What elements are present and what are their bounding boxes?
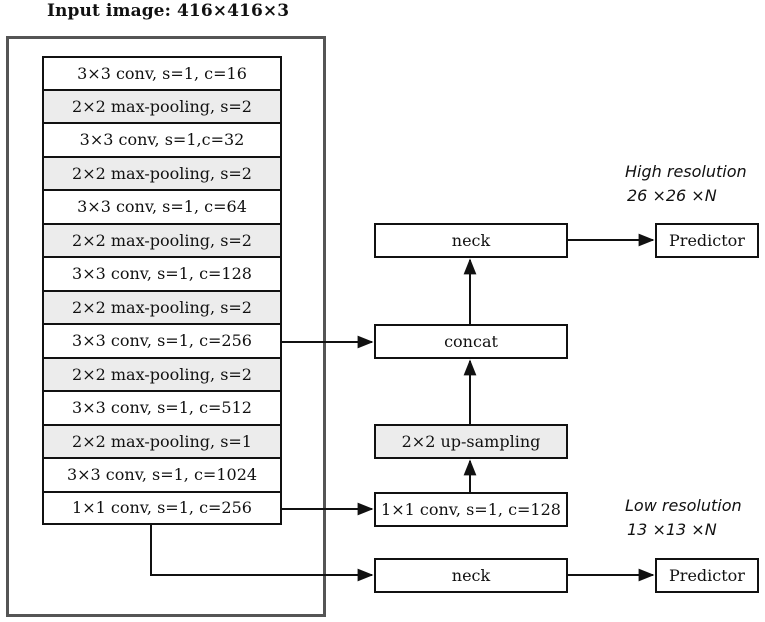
- high-resolution-dims: 26 ×26 ×N: [627, 186, 717, 205]
- conv-128-box: 1×1 conv, s=1, c=128: [374, 492, 568, 527]
- high-predictor-box: Predictor: [655, 223, 759, 258]
- backbone-layer-3: 3×3 conv, s=1,c=32: [42, 123, 282, 157]
- high-resolution-label: High resolution: [625, 162, 747, 181]
- backbone-layer-12: 2×2 max-pooling, s=1: [42, 424, 282, 458]
- backbone-layer-11: 3×3 conv, s=1, c=512: [42, 391, 282, 425]
- upsampling-box: 2×2 up-sampling: [374, 424, 568, 459]
- low-neck-box: neck: [374, 558, 568, 593]
- backbone-layer-9: 3×3 conv, s=1, c=256: [42, 324, 282, 358]
- backbone-layer-6: 2×2 max-pooling, s=2: [42, 223, 282, 257]
- backbone-layer-4: 2×2 max-pooling, s=2: [42, 156, 282, 190]
- input-image-title: Input image: 416×416×3: [47, 1, 290, 21]
- backbone-layer-2: 2×2 max-pooling, s=2: [42, 89, 282, 123]
- concat-box: concat: [374, 324, 568, 359]
- low-resolution-label: Low resolution: [625, 496, 742, 515]
- backbone-frame: [6, 36, 326, 617]
- backbone-layer-14: 1×1 conv, s=1, c=256: [42, 491, 282, 525]
- low-predictor-box: Predictor: [655, 558, 759, 593]
- high-neck-box: neck: [374, 223, 568, 258]
- backbone-layer-8: 2×2 max-pooling, s=2: [42, 290, 282, 324]
- backbone-layer-7: 3×3 conv, s=1, c=128: [42, 257, 282, 291]
- backbone-layer-1: 3×3 conv, s=1, c=16: [42, 56, 282, 90]
- arrow-backbone-to-low-neck: [150, 524, 374, 582]
- backbone-layer-5: 3×3 conv, s=1, c=64: [42, 190, 282, 224]
- backbone-layer-stack: 3×3 conv, s=1, c=16 2×2 max-pooling, s=2…: [42, 56, 282, 525]
- backbone-layer-10: 2×2 max-pooling, s=2: [42, 357, 282, 391]
- low-resolution-dims: 13 ×13 ×N: [627, 520, 717, 539]
- backbone-layer-13: 3×3 conv, s=1, c=1024: [42, 458, 282, 492]
